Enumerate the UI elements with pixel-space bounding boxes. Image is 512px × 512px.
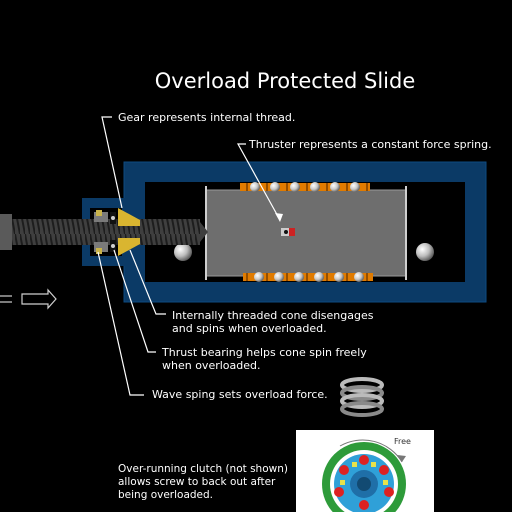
threaded-cone	[118, 208, 140, 256]
annotation-bearing-line2: when overloaded.	[162, 359, 261, 372]
overrunning-clutch-icon: Free	[296, 430, 434, 512]
wave-spring-icon	[340, 377, 384, 417]
wave-spring-small-top	[96, 210, 102, 216]
clutch-free-label: Free	[394, 437, 411, 446]
annotation-bearing-line1: Thrust bearing helps cone spin freely	[161, 346, 367, 359]
annotation-cone-line2: and spins when overloaded.	[172, 322, 327, 335]
constant-force-spring-bottom	[243, 272, 373, 282]
lead-screw	[0, 214, 208, 250]
guide-ball-right	[416, 243, 434, 261]
direction-arrow-icon	[0, 288, 57, 310]
annotation-cone-line1: Internally threaded cone disengages	[172, 309, 374, 322]
diagram-title: Overload Protected Slide	[155, 69, 416, 93]
annotation-gear: Gear represents internal thread.	[118, 111, 295, 124]
carriage	[205, 186, 407, 280]
constant-force-spring-top	[240, 182, 370, 192]
annotation-wave-spring: Wave sping sets overload force.	[152, 388, 328, 401]
annotation-thruster: Thruster represents a constant force spr…	[248, 138, 492, 151]
annotation-clutch-line3: being overloaded.	[118, 489, 213, 501]
wave-spring-small-bottom	[96, 248, 102, 254]
thruster-marker	[281, 228, 295, 236]
leader-lines	[97, 116, 281, 396]
guide-ball-left	[174, 243, 192, 261]
internal-thread-gear	[94, 212, 116, 252]
annotation-clutch-line2: allows screw to back out after	[118, 476, 276, 488]
leader-arrowheads	[275, 213, 283, 222]
annotation-clutch-line1: Over-running clutch (not shown)	[118, 463, 288, 475]
